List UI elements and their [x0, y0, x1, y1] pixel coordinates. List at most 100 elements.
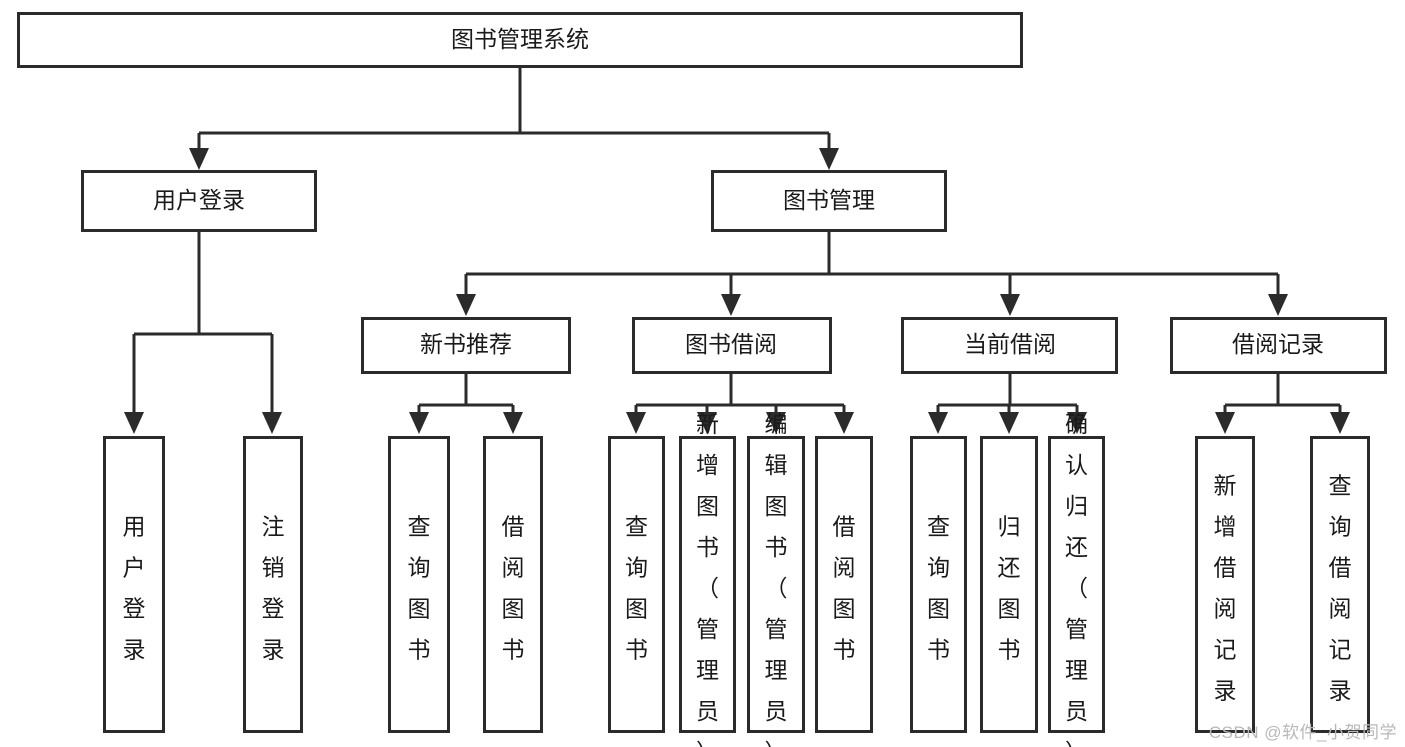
leaf-node[interactable]: 查询借阅记录: [1310, 436, 1370, 733]
node-root-box[interactable]: [17, 12, 1023, 68]
node-borrow-record-box[interactable]: [1170, 317, 1387, 374]
leaf-label-char: 图: [408, 595, 431, 621]
leaf-node[interactable]: 借阅图书: [815, 436, 873, 733]
leaf-label-char: 记: [1214, 636, 1237, 662]
arrow-head-leaf-borrow-book-2: [834, 412, 854, 434]
leaf-node-box[interactable]: [608, 436, 665, 733]
node-book-borrow-box[interactable]: [632, 317, 832, 374]
leaf-node[interactable]: 用户登录: [103, 436, 165, 733]
leaf-node-box[interactable]: [679, 436, 736, 733]
node-root[interactable]: 图书管理系统: [17, 12, 1023, 68]
leaf-node-box[interactable]: [1310, 436, 1370, 733]
leaf-node[interactable]: 编辑图书 （ 管理员 ）: [747, 411, 805, 747]
leaf-node-box[interactable]: [815, 436, 873, 733]
leaf-node-label: 查询借阅记录: [1329, 472, 1352, 703]
leaf-label-char: 书: [998, 636, 1021, 662]
node-current-borrow-box[interactable]: [901, 317, 1118, 374]
arrow-head-book-manage: [819, 148, 839, 170]
leaf-label-char: （: [1065, 575, 1088, 601]
leaf-node-box[interactable]: [243, 436, 303, 733]
leaf-label-char: 查: [408, 513, 431, 539]
leaf-label-char: 员: [765, 698, 788, 724]
leaf-label-char: 图: [502, 595, 525, 621]
node-user-login[interactable]: 用户登录: [81, 170, 317, 232]
leaf-label-char: 编: [765, 411, 788, 437]
leaf-label-char: 录: [123, 636, 146, 662]
leaf-label-char: 书: [927, 636, 950, 662]
arrow-head-new-book-rec: [456, 294, 476, 316]
node-new-book-recommend[interactable]: 新书推荐: [361, 317, 571, 374]
watermark-text: CSDN @软件_小贺同学: [1208, 723, 1397, 742]
arrow-head-borrow-record: [1268, 294, 1288, 316]
leaf-label-char: 管: [765, 616, 788, 642]
leaf-label-char: 图: [927, 595, 950, 621]
leaf-label-char: 登: [123, 595, 146, 621]
leaf-label-char: 销: [262, 554, 285, 580]
node-borrow-record[interactable]: 借阅记录: [1170, 317, 1387, 374]
leaf-node-label: 注销登录: [262, 513, 285, 662]
leaf-node-box[interactable]: [910, 436, 967, 733]
node-book-management-box[interactable]: [711, 170, 947, 232]
arrow-head-leaf-add-book: [697, 412, 717, 434]
leaf-label-char: 查: [1329, 472, 1352, 498]
leaf-label-char: 增: [696, 452, 719, 478]
leaf-label-char: 查: [625, 513, 648, 539]
leaf-node[interactable]: 确认归还（管理员）: [1048, 411, 1105, 747]
arrow-head-leaf-edit-book: [766, 412, 786, 434]
leaf-node[interactable]: 新增图书（管理员）: [679, 411, 736, 747]
leaf-label-char: ）: [765, 739, 788, 747]
leaf-node-box[interactable]: [747, 436, 805, 733]
leaf-label-char: 阅: [502, 554, 525, 580]
node-new-book-recommend-box[interactable]: [361, 317, 571, 374]
leaf-label-char: 录: [262, 636, 285, 662]
leaf-label-char: 图: [696, 493, 719, 519]
leaf-node[interactable]: 新增借阅记录: [1195, 436, 1255, 733]
arrow-head-leaf-logout: [262, 412, 282, 434]
arrow-head-leaf-query-record: [1330, 412, 1350, 434]
arrow-head-leaf-return-book: [999, 412, 1019, 434]
node-user-login-box[interactable]: [81, 170, 317, 232]
leaf-label-char: 记: [1329, 636, 1352, 662]
leaf-node-label: 编辑图书 （ 管理员 ）: [765, 411, 788, 747]
node-new-book-recommend-label: 新书推荐: [420, 331, 512, 357]
leaf-node-box[interactable]: [1195, 436, 1255, 733]
leaf-label-char: 户: [123, 554, 146, 580]
leaf-label-char: 新: [1214, 472, 1237, 498]
leaf-node-box[interactable]: [103, 436, 165, 733]
node-book-management[interactable]: 图书管理: [711, 170, 947, 232]
leaf-label-char: 询: [1329, 513, 1352, 539]
leaf-node[interactable]: 查询图书: [608, 436, 665, 733]
leaf-label-char: 员: [1065, 698, 1088, 724]
leaf-label-char: 理: [765, 657, 788, 683]
leaf-label-char: 书: [765, 534, 788, 560]
leaf-node[interactable]: 借阅图书: [483, 436, 543, 733]
leaf-label-char: 用: [123, 513, 146, 539]
leaf-node[interactable]: 注销登录: [243, 436, 303, 733]
node-current-borrow[interactable]: 当前借阅: [901, 317, 1118, 374]
leaf-label-char: 书: [625, 636, 648, 662]
node-book-borrow[interactable]: 图书借阅: [632, 317, 832, 374]
leaf-node-box[interactable]: [1048, 436, 1105, 733]
node-current-borrow-label: 当前借阅: [964, 331, 1056, 357]
leaf-node-box[interactable]: [980, 436, 1038, 733]
leaf-label-char: 登: [262, 595, 285, 621]
leaf-node[interactable]: 查询图书: [388, 436, 450, 733]
leaf-label-char: 辑: [765, 452, 788, 478]
arrow-head-leaf-query-book-3: [928, 412, 948, 434]
leaf-label-char: 询: [408, 554, 431, 580]
leaf-label-char: ）: [1065, 739, 1088, 747]
leaf-label-char: 确: [1065, 411, 1088, 437]
leaf-node-box[interactable]: [483, 436, 543, 733]
leaf-label-char: 书: [696, 534, 719, 560]
leaf-node-box[interactable]: [388, 436, 450, 733]
leaf-node[interactable]: 查询图书: [910, 436, 967, 733]
leaf-label-char: 员: [696, 698, 719, 724]
leaf-node-label: 查询图书: [408, 513, 431, 662]
leaf-node[interactable]: 归还图书: [980, 436, 1038, 733]
leaf-label-char: 录: [1214, 677, 1237, 703]
leaf-label-char: 图: [765, 493, 788, 519]
leaf-label-char: 还: [998, 554, 1021, 580]
leaf-label-char: （: [765, 575, 788, 601]
